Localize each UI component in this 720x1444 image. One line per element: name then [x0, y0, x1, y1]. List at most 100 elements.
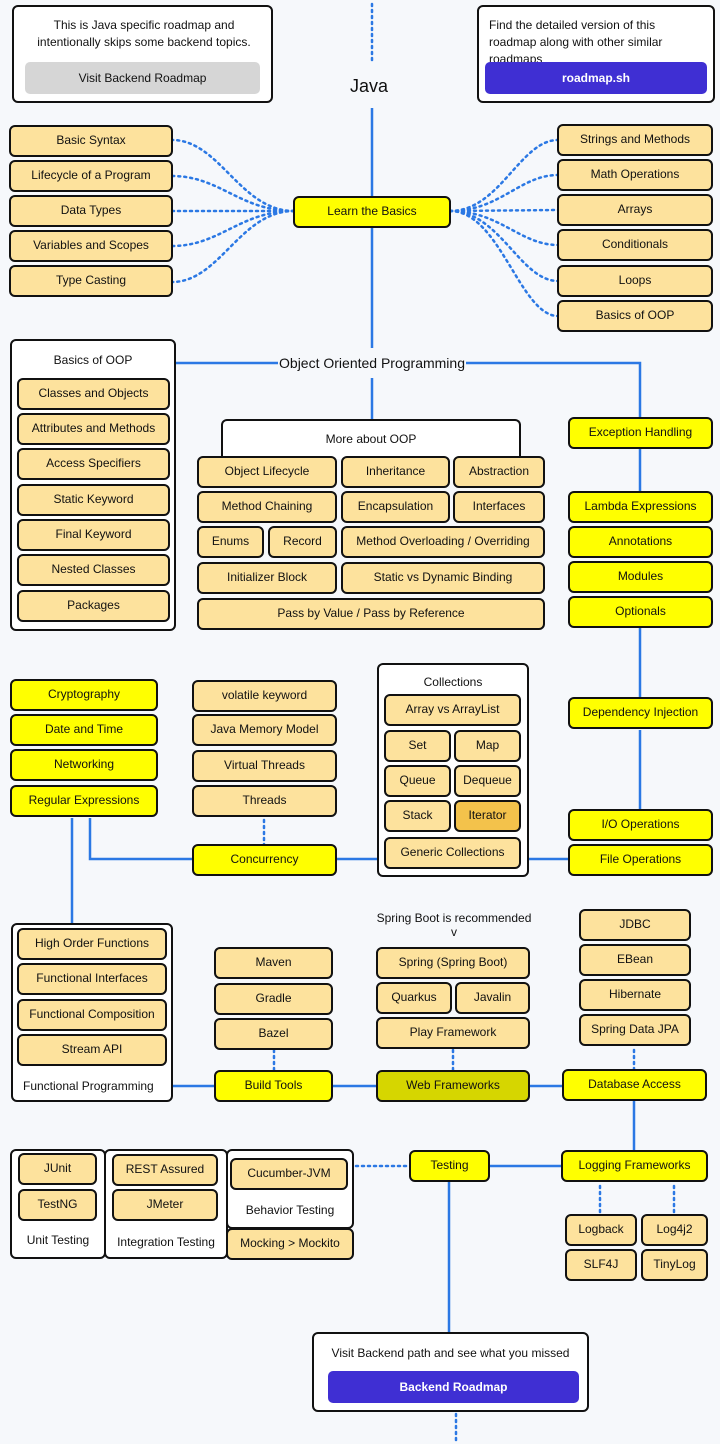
- abstraction[interactable]: Abstraction: [453, 456, 545, 488]
- jmeter[interactable]: JMeter: [112, 1189, 218, 1221]
- record[interactable]: Record: [268, 526, 337, 558]
- array-vs-arraylist[interactable]: Array vs ArrayList: [384, 694, 521, 726]
- quarkus[interactable]: Quarkus: [376, 982, 452, 1014]
- basics-of-oop-topic[interactable]: Basics of OOP: [557, 300, 713, 332]
- interfaces[interactable]: Interfaces: [453, 491, 545, 523]
- rest-assured[interactable]: REST Assured: [112, 1154, 218, 1186]
- slf4j[interactable]: SLF4J: [565, 1249, 637, 1281]
- iterator[interactable]: Iterator: [454, 800, 521, 832]
- page-title: Java: [350, 76, 389, 96]
- static-keyword[interactable]: Static Keyword: [17, 484, 170, 516]
- final-keyword[interactable]: Final Keyword: [17, 519, 170, 551]
- arrays[interactable]: Arrays: [557, 194, 713, 226]
- backend-note-panel: This is Java specific roadmap and intent…: [12, 5, 273, 103]
- static-vs-dynamic-binding[interactable]: Static vs Dynamic Binding: [341, 562, 545, 594]
- basic-syntax[interactable]: Basic Syntax: [9, 125, 173, 157]
- stack[interactable]: Stack: [384, 800, 451, 832]
- testng[interactable]: TestNG: [18, 1189, 97, 1221]
- data-types[interactable]: Data Types: [9, 195, 173, 227]
- mocking-mockito[interactable]: Mocking > Mockito: [226, 1228, 354, 1260]
- object-oriented-programming[interactable]: Object Oriented Programming: [278, 355, 466, 371]
- roadmap-sh-button[interactable]: roadmap.sh: [485, 62, 707, 94]
- database-access[interactable]: Database Access: [562, 1069, 707, 1101]
- file-operations[interactable]: File Operations: [568, 844, 713, 876]
- more-about-oop-panel: More about OOP: [221, 419, 521, 459]
- initializer-block[interactable]: Initializer Block: [197, 562, 337, 594]
- concurrency[interactable]: Concurrency: [192, 844, 337, 876]
- set[interactable]: Set: [384, 730, 451, 762]
- date-and-time[interactable]: Date and Time: [10, 714, 158, 746]
- stream-api[interactable]: Stream API: [17, 1034, 167, 1066]
- logback[interactable]: Logback: [565, 1214, 637, 1246]
- enums[interactable]: Enums: [197, 526, 264, 558]
- javalin[interactable]: Javalin: [455, 982, 530, 1014]
- networking[interactable]: Networking: [10, 749, 158, 781]
- dependency-injection[interactable]: Dependency Injection: [568, 697, 713, 729]
- nested-classes[interactable]: Nested Classes: [17, 554, 170, 586]
- log4j2[interactable]: Log4j2: [641, 1214, 708, 1246]
- integration-testing-title: Integration Testing: [117, 1235, 215, 1249]
- threads[interactable]: Threads: [192, 785, 337, 817]
- ebean[interactable]: EBean: [579, 944, 691, 976]
- io-operations[interactable]: I/O Operations: [568, 809, 713, 841]
- pass-by-value-reference[interactable]: Pass by Value / Pass by Reference: [197, 598, 545, 630]
- volatile-keyword[interactable]: volatile keyword: [192, 680, 337, 712]
- classes-and-objects[interactable]: Classes and Objects: [17, 378, 170, 410]
- packages[interactable]: Packages: [17, 590, 170, 622]
- method-chaining[interactable]: Method Chaining: [197, 491, 337, 523]
- exception-handling[interactable]: Exception Handling: [568, 417, 713, 449]
- testing[interactable]: Testing: [409, 1150, 490, 1182]
- modules[interactable]: Modules: [568, 561, 713, 593]
- spring-boot-recommended-arrow: v: [451, 925, 457, 939]
- junit[interactable]: JUnit: [18, 1153, 97, 1185]
- spring-data-jpa[interactable]: Spring Data JPA: [579, 1014, 691, 1046]
- optionals[interactable]: Optionals: [568, 596, 713, 628]
- type-casting[interactable]: Type Casting: [9, 265, 173, 297]
- virtual-threads[interactable]: Virtual Threads: [192, 750, 337, 782]
- map[interactable]: Map: [454, 730, 521, 762]
- regular-expressions[interactable]: Regular Expressions: [10, 785, 158, 817]
- bazel[interactable]: Bazel: [214, 1018, 333, 1050]
- functional-composition[interactable]: Functional Composition: [17, 999, 167, 1031]
- hibernate[interactable]: Hibernate: [579, 979, 691, 1011]
- strings-and-methods[interactable]: Strings and Methods: [557, 124, 713, 156]
- maven[interactable]: Maven: [214, 947, 333, 979]
- conditionals[interactable]: Conditionals: [557, 229, 713, 261]
- object-lifecycle[interactable]: Object Lifecycle: [197, 456, 337, 488]
- more-about-oop-title: More about OOP: [325, 432, 417, 446]
- variables-and-scopes[interactable]: Variables and Scopes: [9, 230, 173, 262]
- spring-boot-recommended-note: Spring Boot is recommended: [376, 911, 532, 925]
- access-specifiers[interactable]: Access Specifiers: [17, 448, 170, 480]
- learn-the-basics[interactable]: Learn the Basics: [293, 196, 451, 228]
- loops[interactable]: Loops: [557, 265, 713, 297]
- tinylog[interactable]: TinyLog: [641, 1249, 708, 1281]
- backend-roadmap-button[interactable]: Backend Roadmap: [328, 1371, 579, 1403]
- behavior-testing-title: Behavior Testing: [245, 1203, 335, 1217]
- logging-frameworks[interactable]: Logging Frameworks: [561, 1150, 708, 1182]
- inheritance[interactable]: Inheritance: [341, 456, 450, 488]
- build-tools[interactable]: Build Tools: [214, 1070, 333, 1102]
- annotations[interactable]: Annotations: [568, 526, 713, 558]
- play-framework[interactable]: Play Framework: [376, 1017, 530, 1049]
- generic-collections[interactable]: Generic Collections: [384, 837, 521, 869]
- backend-path-text: Visit Backend path and see what you miss…: [331, 1346, 570, 1360]
- web-frameworks[interactable]: Web Frameworks: [376, 1070, 530, 1102]
- high-order-functions[interactable]: High Order Functions: [17, 928, 167, 960]
- cucumber-jvm[interactable]: Cucumber-JVM: [230, 1158, 348, 1190]
- visit-backend-roadmap-button[interactable]: Visit Backend Roadmap: [25, 62, 260, 94]
- java-memory-model[interactable]: Java Memory Model: [192, 714, 337, 746]
- method-overloading-overriding[interactable]: Method Overloading / Overriding: [341, 526, 545, 558]
- lambda-expressions[interactable]: Lambda Expressions: [568, 491, 713, 523]
- spring-boot[interactable]: Spring (Spring Boot): [376, 947, 530, 979]
- jdbc[interactable]: JDBC: [579, 909, 691, 941]
- attributes-and-methods[interactable]: Attributes and Methods: [17, 413, 170, 445]
- dequeue[interactable]: Dequeue: [454, 765, 521, 797]
- functional-interfaces[interactable]: Functional Interfaces: [17, 963, 167, 995]
- gradle[interactable]: Gradle: [214, 983, 333, 1015]
- basics-of-oop-title: Basics of OOP: [53, 353, 133, 367]
- math-operations[interactable]: Math Operations: [557, 159, 713, 191]
- queue[interactable]: Queue: [384, 765, 451, 797]
- lifecycle-of-a-program[interactable]: Lifecycle of a Program: [9, 160, 173, 192]
- encapsulation[interactable]: Encapsulation: [341, 491, 450, 523]
- cryptography[interactable]: Cryptography: [10, 679, 158, 711]
